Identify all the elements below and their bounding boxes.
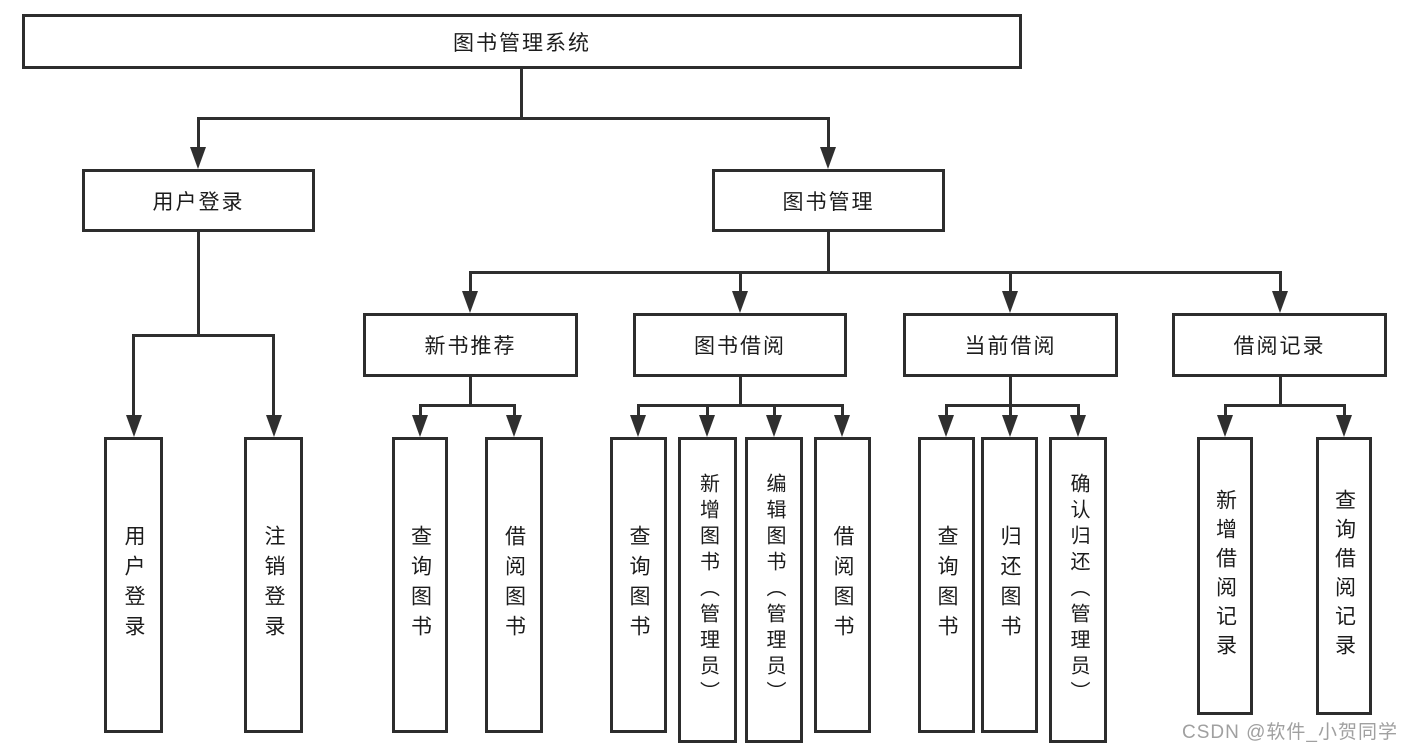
connector-line (419, 404, 516, 407)
leaf-current-query-books-label: 查询图书 (935, 525, 958, 645)
leaf-recommend-borrow-books: 借阅图书 (485, 437, 543, 733)
arrow-down-icon (1272, 291, 1288, 313)
node-borrow-record: 借阅记录 (1172, 313, 1387, 377)
leaf-user-login-label: 用户登录 (122, 525, 145, 645)
leaf-logout-label: 注销登录 (262, 525, 285, 645)
node-user-login-label: 用户登录 (152, 190, 245, 214)
connector-line (1343, 404, 1346, 417)
leaf-borrow-query-books: 查询图书 (610, 437, 667, 733)
leaf-recommend-query-books: 查询图书 (392, 437, 448, 733)
connector-line (469, 271, 472, 291)
node-root-label: 图书管理系统 (453, 31, 591, 55)
connector-line (1009, 377, 1012, 406)
arrow-down-icon (462, 291, 478, 313)
connector-line (469, 377, 472, 406)
connector-line (132, 334, 275, 337)
leaf-edit-books-admin: 编辑图书（管理员） (745, 437, 803, 743)
arrow-down-icon (766, 415, 782, 437)
connector-line (1279, 377, 1282, 406)
node-book-management: 图书管理 (712, 169, 945, 232)
leaf-current-query-books: 查询图书 (918, 437, 975, 733)
arrow-down-icon (190, 147, 206, 169)
csdn-watermark: CSDN @软件_小贺同学 (1182, 722, 1398, 743)
node-book-borrow: 图书借阅 (633, 313, 847, 377)
connector-line (1009, 271, 1012, 291)
arrow-down-icon (732, 291, 748, 313)
node-root: 图书管理系统 (22, 14, 1022, 69)
connector-line (706, 404, 709, 417)
connector-line (197, 232, 200, 337)
connector-line (197, 117, 830, 120)
arrow-down-icon (834, 415, 850, 437)
connector-line (739, 271, 742, 291)
arrow-down-icon (126, 415, 142, 437)
connector-line (520, 69, 523, 118)
connector-line (1224, 404, 1227, 417)
connector-line (419, 404, 422, 417)
leaf-confirm-return-admin-label: 确认归还（管理员） (1067, 473, 1089, 707)
arrow-down-icon (820, 147, 836, 169)
leaf-borrow-query-books-label: 查询图书 (627, 525, 650, 645)
arrow-down-icon (938, 415, 954, 437)
leaf-borrow-books: 借阅图书 (814, 437, 871, 733)
connector-line (197, 117, 200, 148)
leaf-recommend-query-books-label: 查询图书 (408, 525, 432, 645)
connector-line (469, 271, 1282, 274)
connector-line (841, 404, 844, 417)
leaf-add-books-admin: 新增图书（管理员） (678, 437, 737, 743)
arrow-down-icon (630, 415, 646, 437)
arrow-down-icon (1336, 415, 1352, 437)
connector-line (945, 404, 948, 417)
connector-line (827, 117, 830, 148)
leaf-edit-books-admin-label: 编辑图书（管理员） (763, 473, 785, 707)
node-current-borrow-label: 当前借阅 (964, 335, 1057, 358)
leaf-query-borrow-record-label: 查询借阅记录 (1332, 489, 1356, 663)
arrow-down-icon (412, 415, 428, 437)
leaf-query-borrow-record: 查询借阅记录 (1316, 437, 1372, 715)
connector-line (1077, 404, 1080, 417)
arrow-down-icon (1002, 291, 1018, 313)
connector-line (1224, 404, 1346, 407)
connector-line (513, 404, 516, 417)
arrow-down-icon (1002, 415, 1018, 437)
leaf-return-books-label: 归还图书 (998, 525, 1021, 645)
leaf-confirm-return-admin: 确认归还（管理员） (1049, 437, 1107, 743)
leaf-borrow-books-label: 借阅图书 (831, 525, 854, 645)
leaf-user-login: 用户登录 (104, 437, 163, 733)
connector-line (739, 377, 742, 406)
connector-line (1279, 271, 1282, 291)
connector-line (1009, 404, 1012, 417)
node-current-borrow: 当前借阅 (903, 313, 1118, 377)
arrow-down-icon (506, 415, 522, 437)
node-book-management-label: 图书管理 (782, 190, 875, 214)
arrow-down-icon (1217, 415, 1233, 437)
leaf-add-books-admin-label: 新增图书（管理员） (696, 473, 719, 707)
node-new-book-recommend: 新书推荐 (363, 313, 578, 377)
leaf-add-borrow-record: 新增借阅记录 (1197, 437, 1253, 715)
arrow-down-icon (699, 415, 715, 437)
node-borrow-record-label: 借阅记录 (1233, 335, 1326, 358)
connector-line (637, 404, 844, 407)
arrow-down-icon (1070, 415, 1086, 437)
node-book-borrow-label: 图书借阅 (694, 335, 786, 358)
node-new-book-recommend-label: 新书推荐 (424, 335, 517, 358)
connector-line (272, 334, 275, 415)
arrow-down-icon (266, 415, 282, 437)
leaf-recommend-borrow-books-label: 借阅图书 (502, 525, 526, 645)
connector-line (132, 334, 135, 415)
node-user-login: 用户登录 (82, 169, 315, 232)
leaf-return-books: 归还图书 (981, 437, 1038, 733)
connector-line (773, 404, 776, 417)
connector-line (827, 232, 830, 274)
connector-line (945, 404, 1080, 407)
connector-line (637, 404, 640, 417)
leaf-logout: 注销登录 (244, 437, 303, 733)
leaf-add-borrow-record-label: 新增借阅记录 (1213, 489, 1237, 663)
